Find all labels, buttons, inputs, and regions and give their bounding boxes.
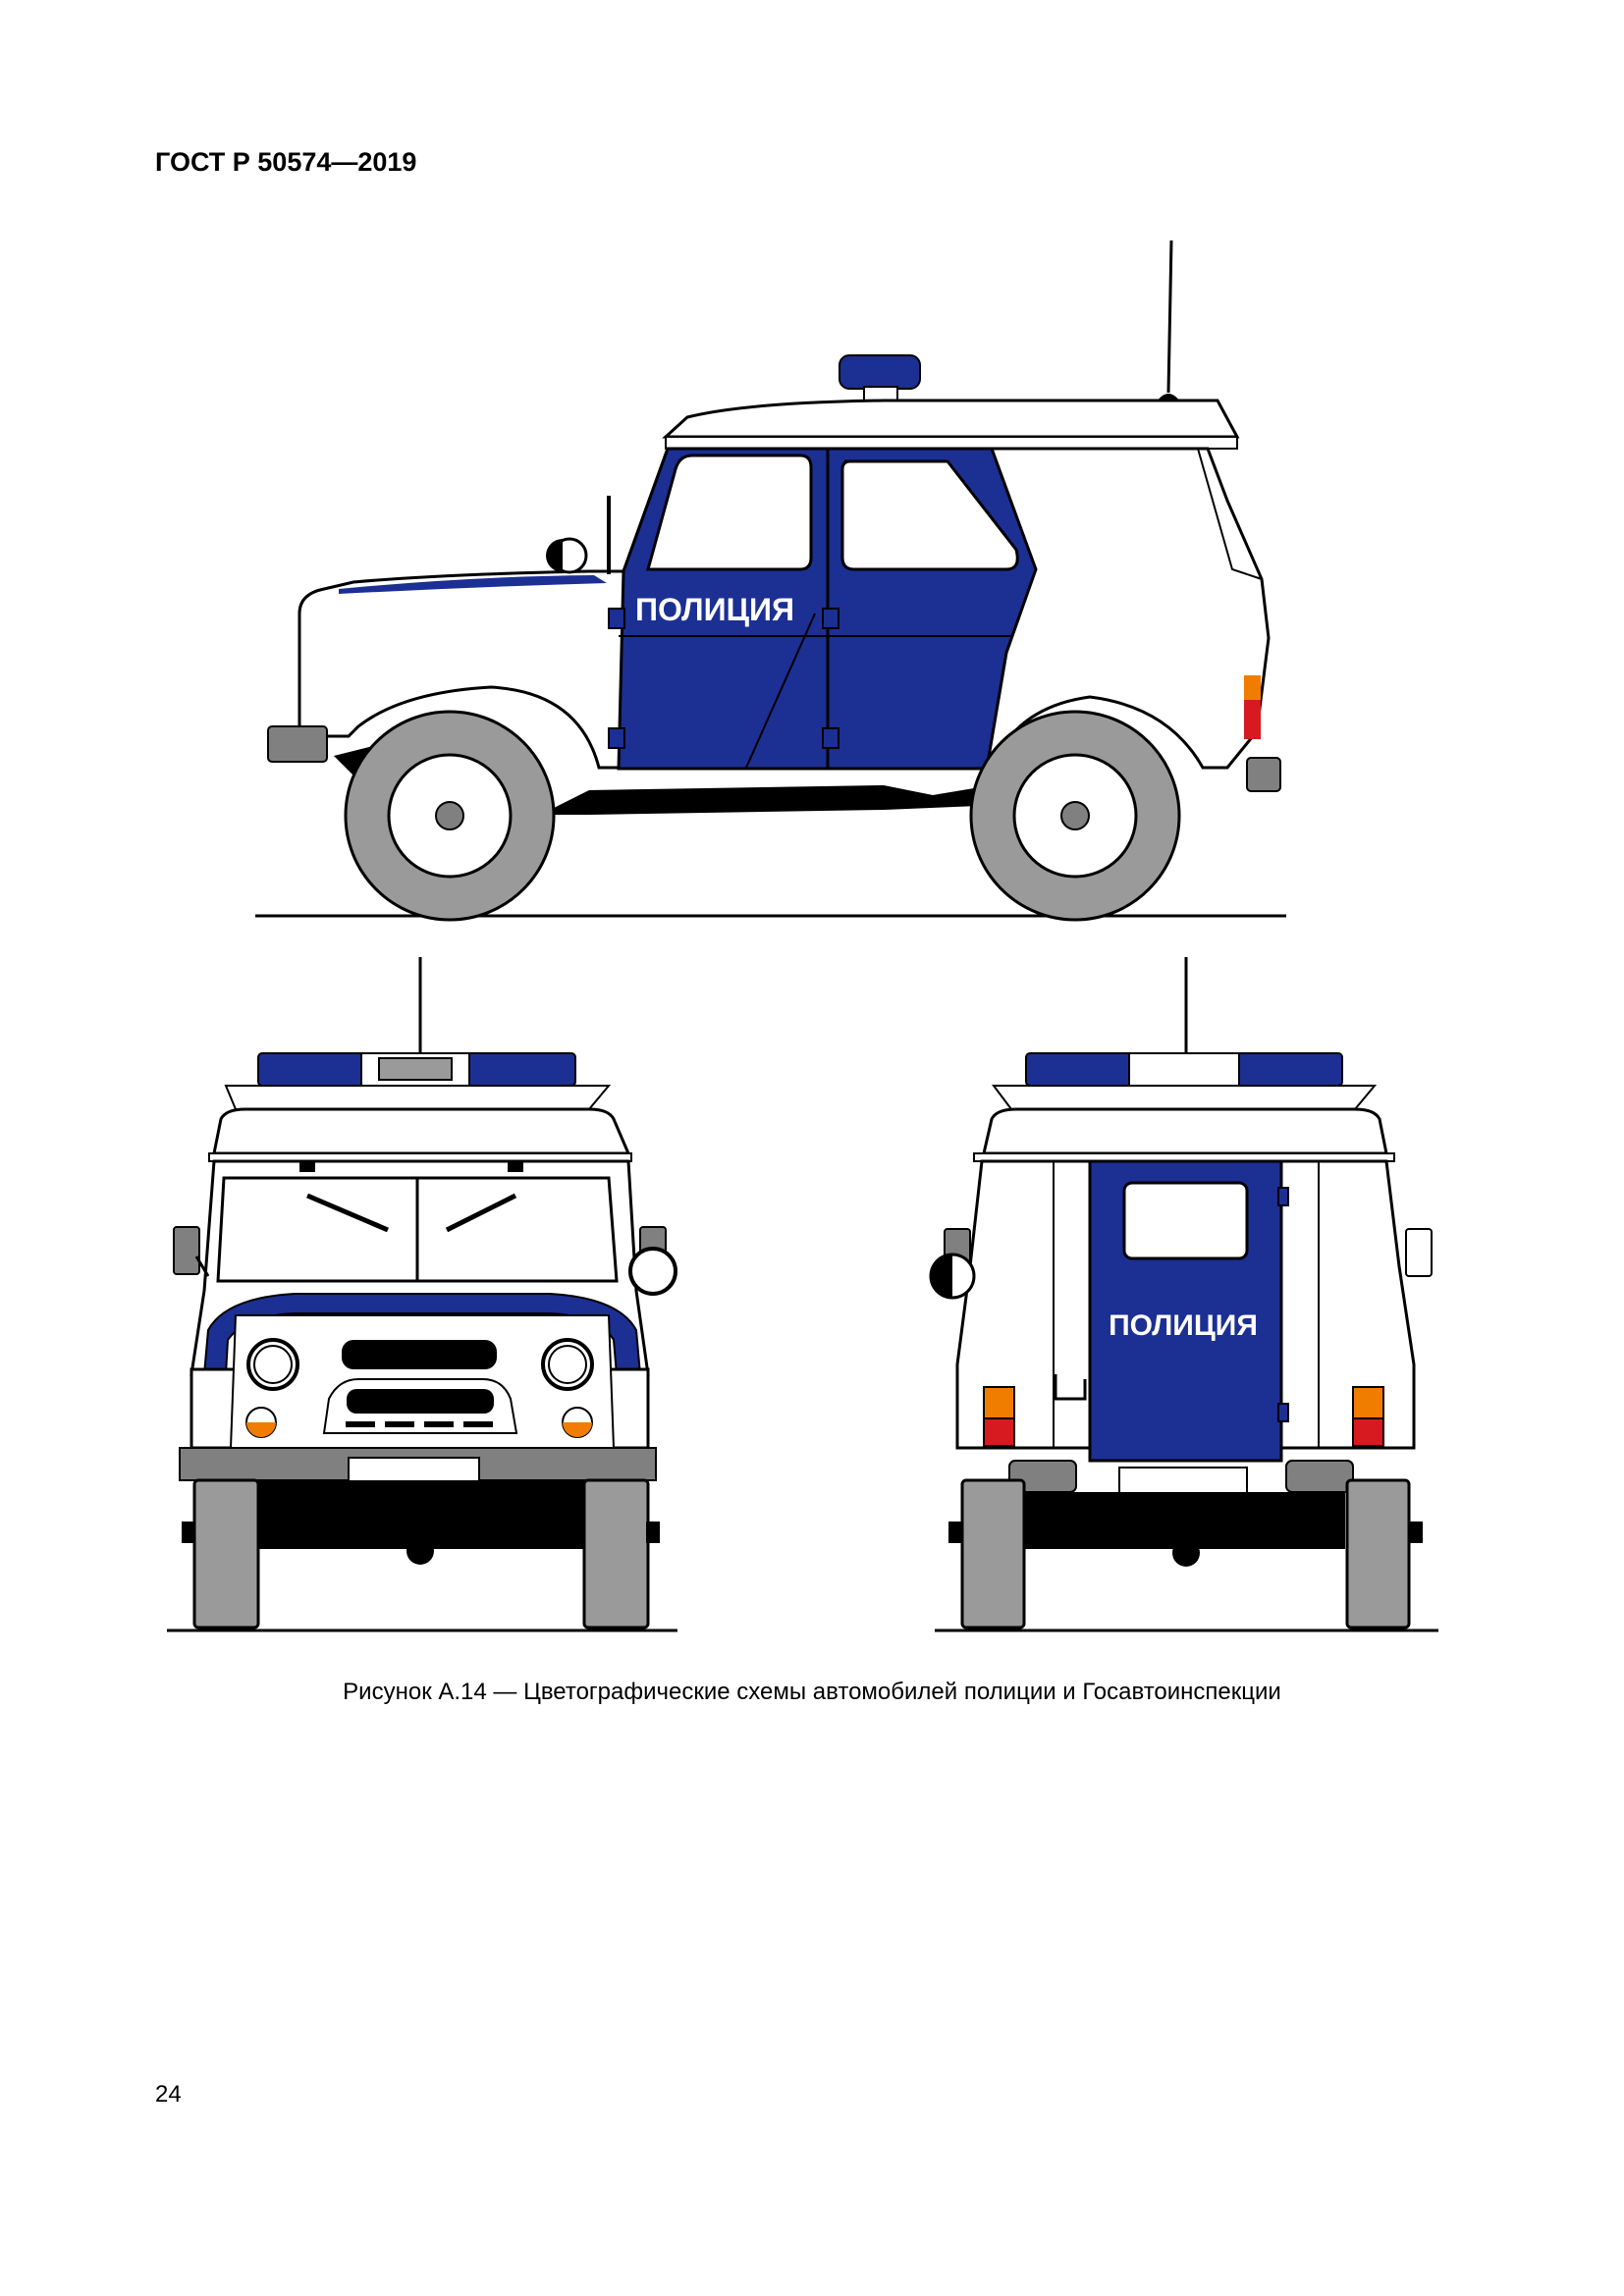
roof [662, 399, 1240, 439]
rear-mirror-right [1405, 1228, 1433, 1277]
rear-lamp-left-red [983, 1417, 1015, 1447]
rear-lamp-amber [1244, 675, 1261, 700]
rear-bumper-right [1285, 1460, 1354, 1493]
front-searchlight [628, 1247, 677, 1296]
front-wheel-right [582, 1478, 650, 1629]
turn-lamp-right [563, 1422, 592, 1437]
rear-lamp-right-red [1352, 1417, 1384, 1447]
roof-beacon [839, 354, 921, 390]
document-header: ГОСТ Р 50574—2019 [155, 147, 417, 177]
side-decal: ПОЛИЦИЯ [635, 592, 794, 627]
front-chassis [226, 1480, 599, 1549]
rear-lamp-red [1244, 700, 1261, 739]
grille-upper [342, 1340, 497, 1369]
wiper-left [306, 1193, 389, 1233]
side-antenna [1166, 240, 1173, 394]
rear-lamp-right-amber [1352, 1386, 1384, 1419]
front-door-window [646, 454, 813, 571]
figure-caption: Рисунок А.14 — Цветографические схемы ав… [343, 1679, 1281, 1705]
rear-decal: ПОЛИЦИЯ [1109, 1309, 1258, 1342]
side-front-wheel [344, 710, 556, 922]
page-number: 24 [155, 2081, 182, 2108]
side-chassis [540, 785, 1001, 815]
rear-door-window [840, 459, 1019, 571]
rear-door-window [1122, 1181, 1249, 1260]
rear-wheel-right [1345, 1478, 1411, 1629]
rear-wheel-left [960, 1478, 1026, 1629]
turn-lamp-left [246, 1422, 276, 1437]
rear-view-vehicle: ПОЛИЦИЯ [929, 957, 1438, 1632]
rear-lamp-left-amber [983, 1386, 1015, 1419]
front-bumper-side [267, 725, 328, 763]
side-rear-wheel [969, 710, 1181, 922]
grille-lower [347, 1389, 494, 1414]
front-wheel-left [192, 1478, 260, 1629]
front-mirror-left [173, 1226, 200, 1275]
rear-bumper-side [1246, 757, 1281, 792]
front-view-vehicle [167, 957, 677, 1632]
side-view-vehicle: ПОЛИЦИЯ [255, 240, 1286, 922]
wiper-right [445, 1193, 517, 1233]
